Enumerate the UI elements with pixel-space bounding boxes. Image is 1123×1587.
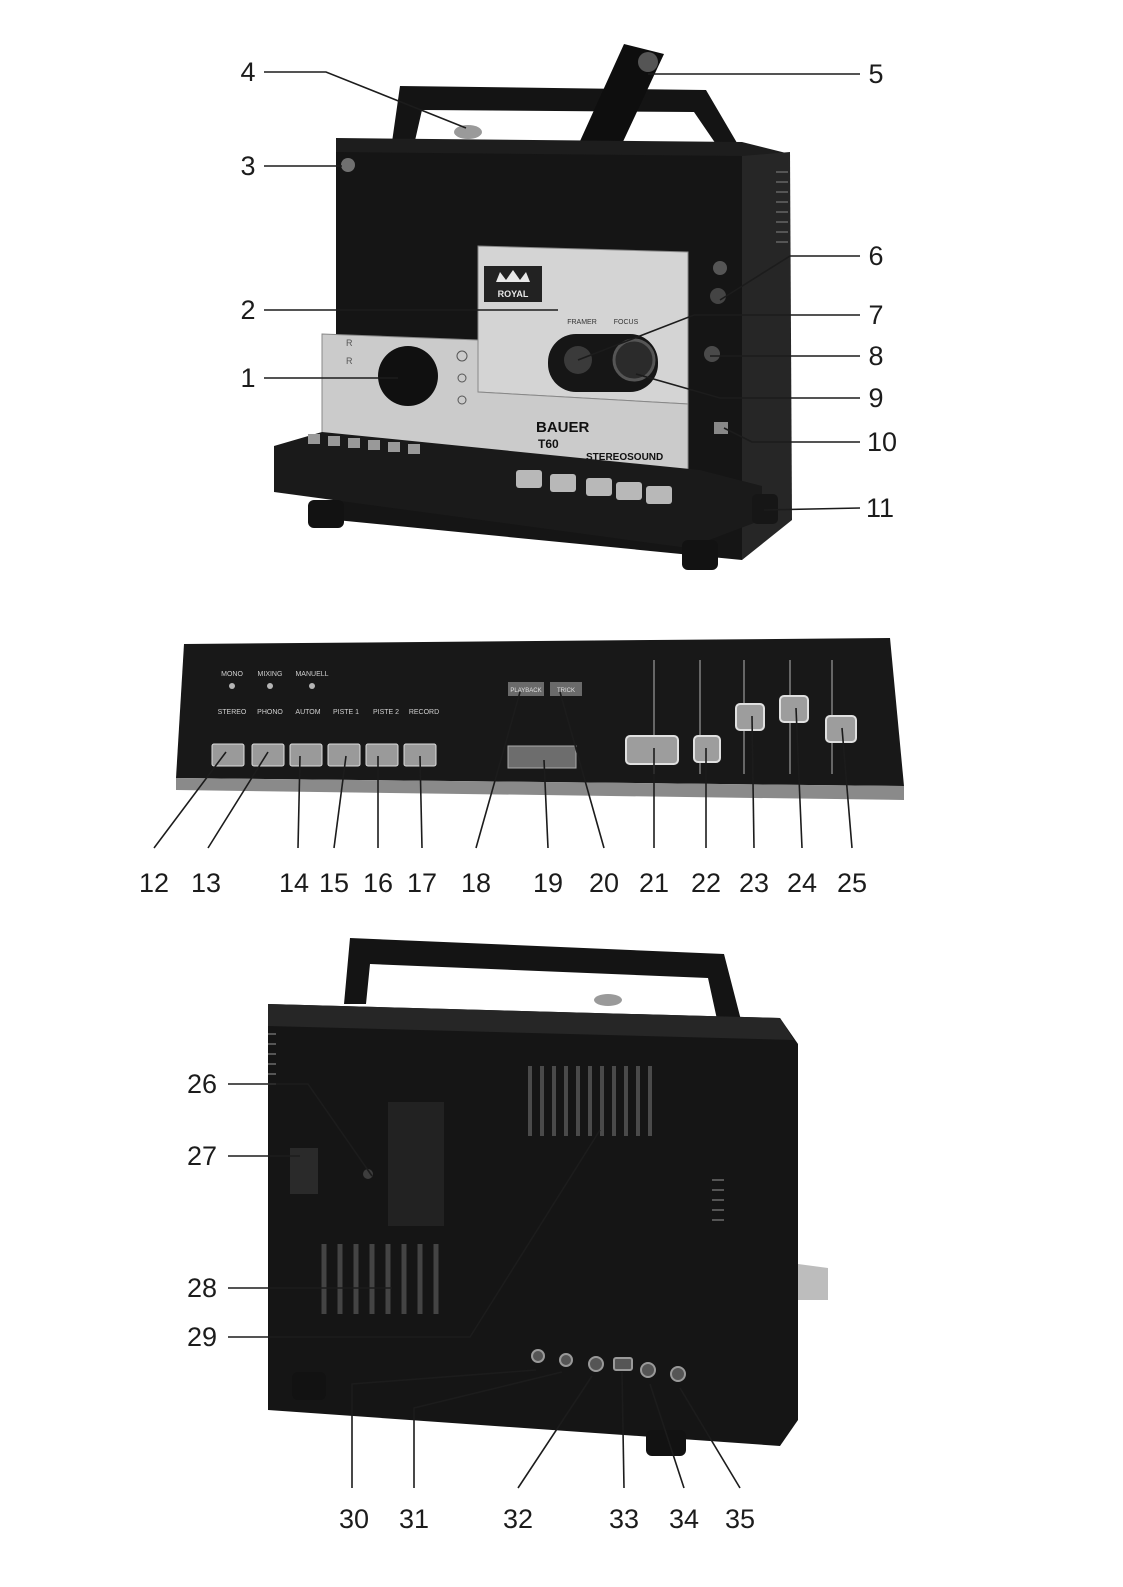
rear-top-spindle — [594, 994, 622, 1006]
side-knob-6a — [713, 261, 727, 275]
label-piste-2: PISTE 2 — [373, 709, 399, 716]
side-knob-6b — [710, 288, 726, 304]
slider-cap-24 — [780, 696, 808, 722]
side-switch-10 — [714, 422, 728, 434]
callout-1: 1 — [240, 363, 255, 393]
callout-30: 30 — [339, 1504, 369, 1534]
callout-2: 2 — [240, 295, 255, 325]
callout-32: 32 — [503, 1504, 533, 1534]
callout-15: 15 — [319, 868, 349, 898]
key-13 — [252, 744, 284, 766]
key-14 — [290, 744, 322, 766]
callout-21: 21 — [639, 868, 669, 898]
callout-25: 25 — [837, 868, 867, 898]
foot-left — [308, 500, 344, 528]
side-knob-8 — [704, 346, 720, 362]
callout-34: 34 — [669, 1504, 699, 1534]
figure-rear-view — [268, 938, 828, 1456]
callout-24: 24 — [787, 868, 817, 898]
rear-panel-cutout — [388, 1102, 444, 1226]
callout-9: 9 — [868, 383, 883, 413]
callout-33: 33 — [609, 1504, 639, 1534]
model-name: T60 — [538, 437, 559, 451]
callout-20: 20 — [589, 868, 619, 898]
callout-11: 11 — [866, 493, 894, 523]
svg-text:R: R — [346, 356, 353, 366]
callout-17: 17 — [407, 868, 437, 898]
lever-knob — [638, 52, 658, 72]
label-record: RECORD — [409, 709, 439, 716]
callout-3: 3 — [240, 151, 255, 181]
lens-label-focus: FOCUS — [614, 319, 639, 326]
label-mixing: MIXING — [258, 671, 283, 678]
foot-right — [682, 540, 718, 570]
callout-7: 7 — [868, 300, 883, 330]
callout-8: 8 — [868, 341, 883, 371]
callout-4: 4 — [240, 57, 255, 87]
callout-14: 14 — [279, 868, 309, 898]
socket-35 — [671, 1367, 685, 1381]
lens-label-framer: FRAMER — [567, 319, 597, 326]
callout-23: 23 — [739, 868, 769, 898]
slider-cap-22 — [694, 736, 720, 762]
socket-32 — [589, 1357, 603, 1371]
callout-35: 35 — [725, 1504, 755, 1534]
callout-29: 29 — [187, 1322, 217, 1352]
socket-30 — [532, 1350, 544, 1362]
svg-text:R: R — [346, 338, 353, 348]
label-autom: AUTOM — [295, 709, 320, 716]
callout-10: 10 — [867, 427, 897, 457]
rear-foot-left — [292, 1372, 326, 1400]
socket-34 — [641, 1363, 655, 1377]
slider-cap-21 — [626, 736, 678, 764]
callout-12: 12 — [139, 868, 169, 898]
rear-compartment-27 — [290, 1148, 318, 1194]
callout-28: 28 — [187, 1273, 217, 1303]
callout-16: 16 — [363, 868, 393, 898]
callout-31: 31 — [399, 1504, 429, 1534]
label-phono: PHONO — [257, 709, 283, 716]
panel-top-labels: MONO MIXING MANUELL — [221, 671, 329, 678]
label-manuell: MANUELL — [295, 671, 328, 678]
label-mono: MONO — [221, 671, 243, 678]
front-knob-3 — [341, 158, 355, 172]
figure-front-view: ROYAL FRAMER FOCUS RR BAUER T60 STEREOSO… — [274, 44, 792, 570]
callout-5: 5 — [868, 59, 883, 89]
label-piste-1: PISTE 1 — [333, 709, 359, 716]
callout-13: 13 — [191, 868, 221, 898]
counter-window-19 — [508, 746, 576, 768]
slider-cap-25 — [826, 716, 856, 742]
callout-19: 19 — [533, 868, 563, 898]
label-stereo: STEREO — [218, 709, 247, 716]
callout-labels-figure2: 12 13 14 15 16 17 18 19 20 21 22 23 24 2… — [139, 868, 867, 898]
top-reel-spindle — [454, 125, 482, 139]
callout-26: 26 — [187, 1069, 217, 1099]
key-12 — [212, 744, 244, 766]
socket-31 — [560, 1354, 572, 1366]
brand-badge-text: ROYAL — [498, 289, 529, 299]
socket-33 — [614, 1358, 632, 1370]
key-15 — [328, 744, 360, 766]
volume-knob-1 — [378, 346, 438, 406]
slider-cap-23 — [736, 704, 764, 730]
figure-control-panel: MONO MIXING MANUELL STEREO PHONO AUTOM P… — [176, 638, 904, 800]
focus-knob-9 — [614, 340, 654, 380]
label-playback: PLAYBACK — [510, 688, 541, 694]
callout-22: 22 — [691, 868, 721, 898]
brand-name: BAUER — [536, 419, 590, 436]
callout-6: 6 — [868, 241, 883, 271]
side-tray — [798, 1264, 828, 1300]
callout-18: 18 — [461, 868, 491, 898]
callout-27: 27 — [187, 1141, 217, 1171]
key-16 — [366, 744, 398, 766]
